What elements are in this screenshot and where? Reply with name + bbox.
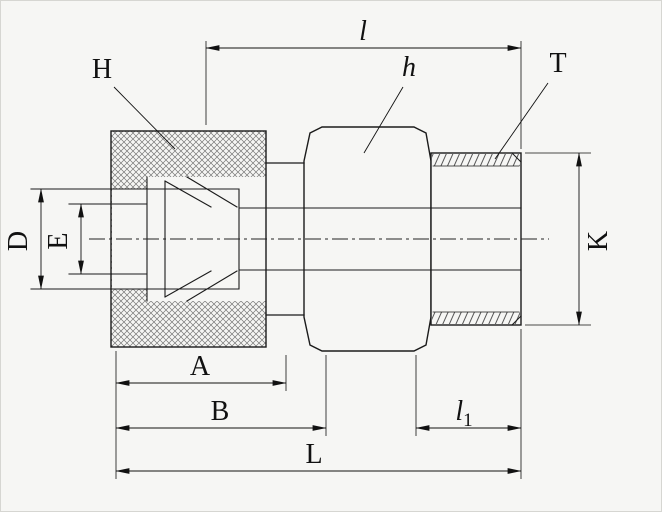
dimension-labels: l H h T D E K A B l1 L: [3, 16, 614, 470]
fitting-body: [30, 126, 522, 352]
dim-label-l1: l1: [455, 396, 472, 431]
dim-label-h: h: [402, 52, 416, 83]
thread-crest-top: [432, 154, 520, 166]
compression-nut: [111, 131, 266, 347]
dim-label-H: H: [92, 54, 112, 85]
dim-label-K: K: [583, 231, 614, 251]
dimensions: [38, 41, 591, 479]
leader-T: [494, 82, 549, 160]
thread-root-lines: [432, 165, 520, 313]
dim-label-L: L: [305, 439, 322, 470]
leader-H: [113, 86, 176, 150]
dim-l1-extension-lines: [415, 329, 522, 479]
dim-B: [115, 355, 327, 436]
dim-label-A: A: [190, 351, 211, 382]
dim-A: [115, 351, 287, 479]
neck-lines: [265, 162, 305, 316]
dim-K: [525, 152, 591, 326]
dim-label-T: T: [549, 48, 566, 79]
dim-label-l1-base: l: [455, 396, 463, 427]
dim-l1: [415, 329, 522, 479]
thread-end-chamfer: [511, 152, 522, 326]
dim-label-l1-sub: 1: [463, 410, 473, 431]
dim-l: [205, 41, 522, 149]
dim-l-extension-lines: [205, 41, 522, 149]
dim-label-D: D: [3, 231, 34, 251]
dim-label-E: E: [43, 232, 74, 249]
thread-crest-bottom: [432, 312, 520, 324]
leader-h: [363, 86, 404, 154]
dim-label-l: l: [359, 16, 367, 47]
dim-label-B: B: [211, 396, 230, 427]
